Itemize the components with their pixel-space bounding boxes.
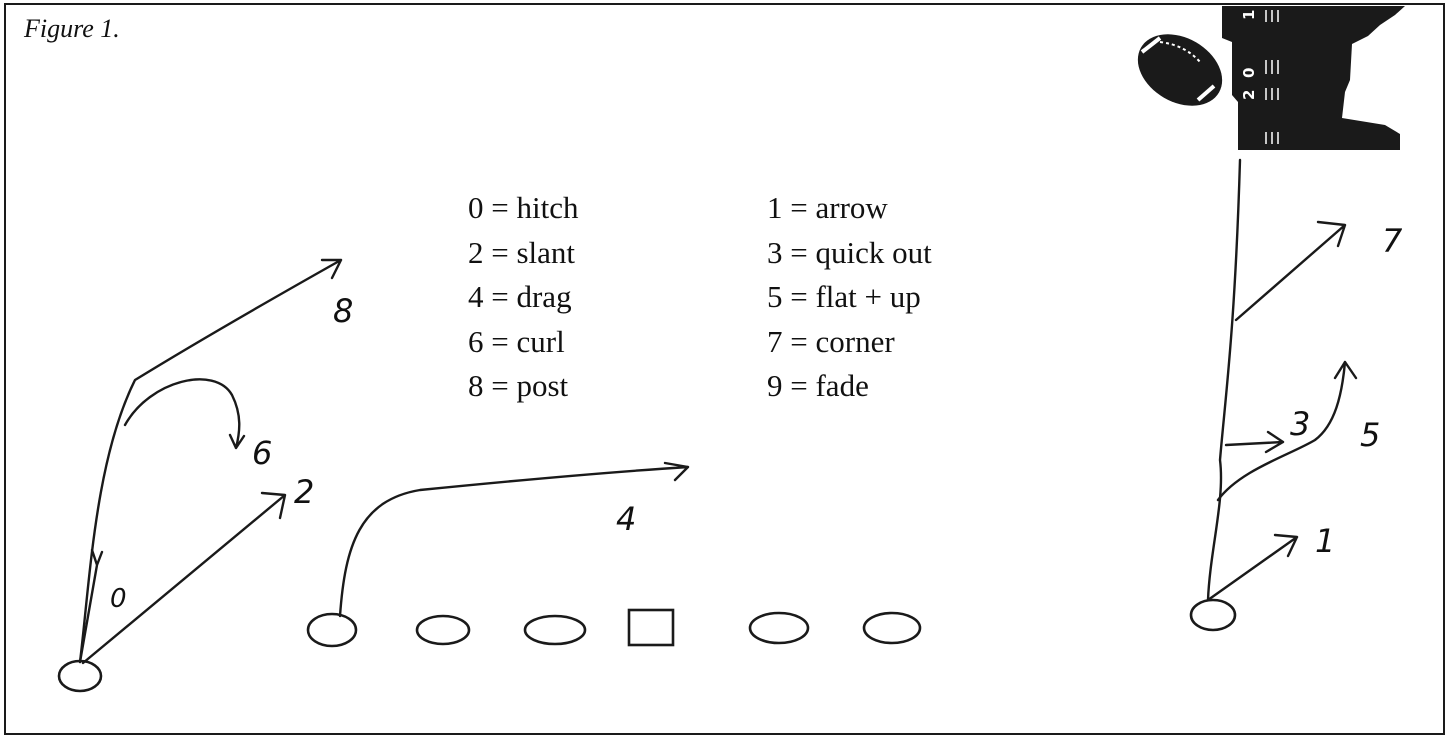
route-label-drag: 4 bbox=[616, 500, 636, 538]
route-label-corner: 7 bbox=[1382, 222, 1403, 260]
player-center bbox=[629, 610, 673, 645]
drag-route bbox=[340, 463, 688, 616]
player-receiver-left bbox=[59, 661, 101, 691]
player-lineman bbox=[417, 616, 469, 644]
yard-number: 0 bbox=[1240, 68, 1258, 78]
slant-route bbox=[83, 493, 285, 663]
flat-up-route bbox=[1218, 362, 1356, 500]
right-receiver-routes: 7 3 5 1 bbox=[1191, 160, 1403, 630]
arrow-route bbox=[1208, 535, 1297, 600]
route-label-post: 8 bbox=[333, 292, 353, 330]
player-lineman bbox=[864, 613, 920, 643]
offensive-formation: 4 bbox=[308, 463, 920, 646]
football-field-illustration: 1 0 2 bbox=[1125, 6, 1405, 150]
player-lineman bbox=[750, 613, 808, 643]
player-lineman bbox=[525, 616, 585, 644]
player-receiver-right bbox=[1191, 600, 1235, 630]
quick-out-route bbox=[1226, 432, 1283, 452]
yard-number: 1 bbox=[1240, 10, 1258, 20]
route-label-arrow: 1 bbox=[1315, 522, 1335, 560]
route-label-quick-out: 3 bbox=[1290, 405, 1310, 443]
yard-number: 2 bbox=[1240, 90, 1258, 100]
football-icon bbox=[1125, 20, 1235, 120]
route-label-hitch: 0 bbox=[110, 584, 127, 614]
corner-route bbox=[1236, 222, 1345, 320]
route-label-curl: 6 bbox=[252, 434, 272, 472]
fade-stem bbox=[1208, 160, 1240, 600]
route-label-flat-up: 5 bbox=[1360, 416, 1380, 454]
curl-route bbox=[125, 379, 244, 448]
player-inside-receiver bbox=[308, 614, 356, 646]
route-label-slant: 2 bbox=[294, 473, 314, 511]
